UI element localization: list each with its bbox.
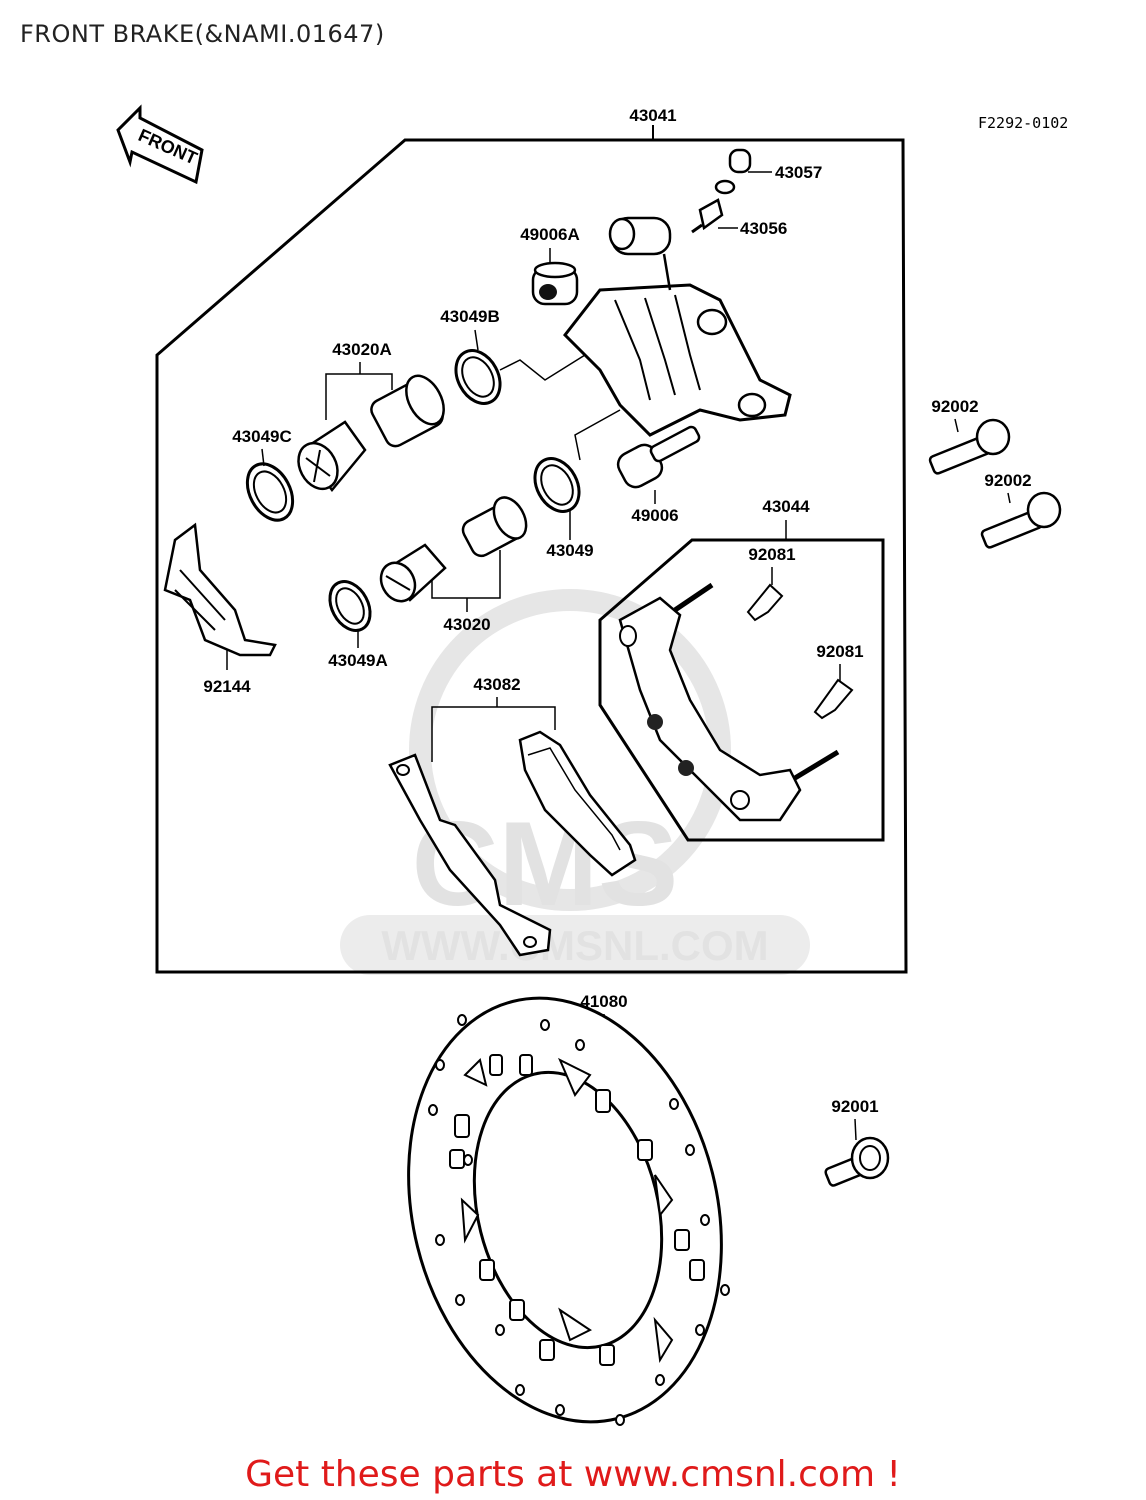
label-43082: 43082 [473,675,520,694]
page-title: FRONT BRAKE(&NAMI.01647) [20,20,385,48]
bolt-92002-upper [928,418,1011,475]
seal-43049C [245,462,295,522]
label-41080: 41080 [580,992,627,1011]
parts-diagram: CMS WWW.CMSNL.COM F2292-0102 FRONT 43041… [116,104,1068,1426]
seal-43049 [533,457,581,513]
label-92001: 92001 [831,1097,878,1116]
brake-pad-inner [518,730,637,877]
label-43049B: 43049B [440,307,500,326]
piston-43020A [370,374,445,448]
boot-49006A [531,261,579,306]
label-49006: 49006 [631,506,678,525]
brake-disc [407,996,730,1426]
label-43057: 43057 [775,163,822,182]
label-43041: 43041 [629,106,676,125]
piston-43020 [461,496,528,558]
label-92081-upper: 92081 [748,545,795,564]
boot-49006 [616,425,701,489]
piston-insulator-43020A [297,420,367,493]
pad-spring-92081-upper [746,583,784,622]
label-92002-upper: 92002 [931,397,978,416]
bleed-valve [691,198,724,234]
label-92144: 92144 [203,677,251,696]
label-43049: 43049 [546,541,593,560]
caliper-body [563,216,792,437]
label-43056: 43056 [740,219,787,238]
label-43049C: 43049C [232,427,292,446]
bolt-92002-lower [980,491,1062,549]
label-43020A: 43020A [332,340,392,359]
bracket-assembly-frame [598,538,885,842]
seal-43049A [328,580,372,632]
pad-spring-92081-lower [813,678,854,720]
label-92081-lower: 92081 [816,642,863,661]
caliper-assembly-frame [155,138,908,974]
label-92002-lower: 92002 [984,471,1031,490]
label-43049A: 43049A [328,651,388,670]
front-arrow-icon: FRONT [116,104,204,185]
footer-ad-link[interactable]: Get these parts at www.cmsnl.com ! [245,1454,901,1495]
label-49006A: 49006A [520,225,580,244]
seal-43049B [454,349,502,405]
label-43020: 43020 [443,615,490,634]
caliper-bracket [618,582,840,822]
disc-bolt-92001 [824,1136,890,1187]
bleed-cap [714,148,752,195]
brake-pad-outer [388,753,552,957]
piston-insulator-43020 [379,543,447,603]
cmsnl-watermark: CMS WWW.CMSNL.COM [340,589,810,975]
label-43044: 43044 [762,497,810,516]
watermark-url: WWW.CMSNL.COM [381,922,768,969]
spring-clip-92144 [163,522,277,657]
figure-code: F2292-0102 [978,114,1068,132]
